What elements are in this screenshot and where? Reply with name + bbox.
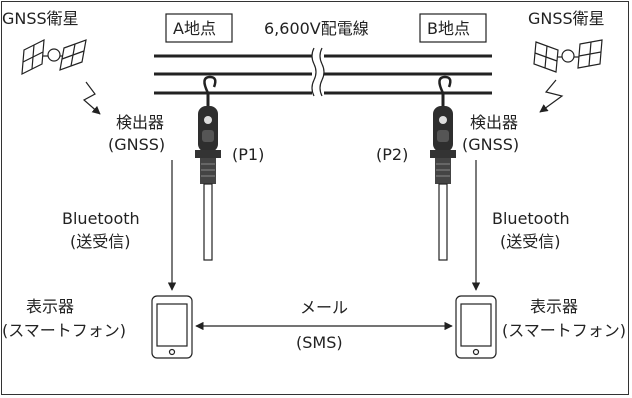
detector-label-left: 検出器: [116, 113, 164, 132]
point-b-label: B地点: [427, 19, 470, 38]
satellite-icon-left: [21, 38, 87, 76]
point-p1-label: (P1): [232, 145, 264, 164]
detector-label-right: 検出器: [470, 113, 518, 132]
point-b-box: [419, 13, 487, 43]
sms-label: (SMS): [296, 333, 343, 352]
gnss-satellite-label-left: GNSS衛星: [2, 9, 79, 28]
detector-right: [430, 75, 456, 261]
display-sub-label-left: (スマートフォン): [2, 321, 126, 340]
gnss-satellite-label-right: GNSS衛星: [528, 9, 605, 28]
bluetooth-label-left: Bluetooth: [62, 209, 140, 228]
detector-sub-label-right: (GNSS): [462, 135, 519, 154]
point-p2-label: (P2): [376, 145, 408, 164]
signal-zigzag-right: [539, 79, 564, 113]
signal-zigzag-left: [82, 81, 101, 115]
smartphone-icon-right: [455, 295, 497, 359]
satellite-icon-right: [533, 39, 603, 73]
power-lines: [154, 54, 492, 95]
smartphone-icon-left: [151, 295, 193, 359]
bluetooth-sub-label-left: (送受信): [70, 232, 131, 251]
line-break-marks: [311, 47, 325, 97]
display-sub-label-right: (スマートフォン): [502, 321, 626, 340]
detector-sub-label-left: (GNSS): [108, 135, 165, 154]
mail-label: メール: [300, 298, 348, 317]
distribution-line-label: 6,600V配電線: [264, 19, 369, 38]
detector-left: [195, 75, 221, 261]
display-label-left: 表示器: [26, 297, 74, 316]
point-a-box: [165, 13, 233, 43]
bluetooth-sub-label-right: (送受信): [500, 232, 561, 251]
bluetooth-label-right: Bluetooth: [492, 209, 570, 228]
display-label-right: 表示器: [530, 297, 578, 316]
point-a-label: A地点: [173, 19, 216, 38]
